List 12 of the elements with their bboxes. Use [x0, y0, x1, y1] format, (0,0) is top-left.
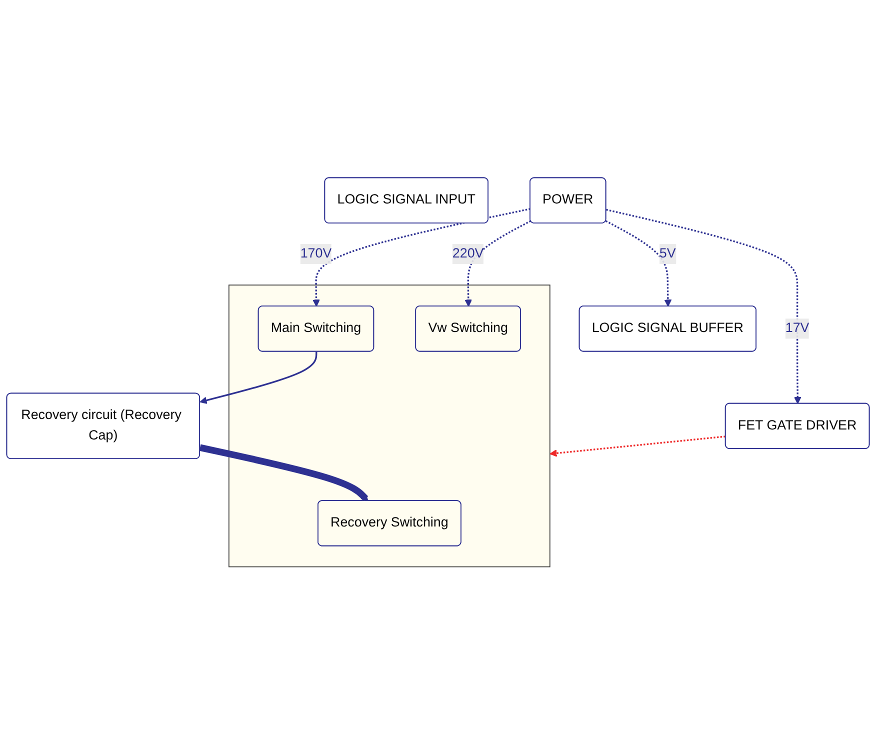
edge-label: 170V: [300, 246, 332, 260]
arrow: [550, 435, 726, 457]
cluster: [228, 284, 550, 567]
arrow: [464, 220, 532, 306]
arrow: [606, 208, 802, 404]
arrow: [312, 208, 531, 306]
arrow: [200, 351, 318, 404]
edge-label: 220V: [452, 246, 484, 260]
arrow: [605, 220, 672, 306]
arrow: [199, 444, 368, 502]
edge-label: 5V: [659, 246, 676, 260]
edge-label: 17V: [785, 320, 810, 336]
